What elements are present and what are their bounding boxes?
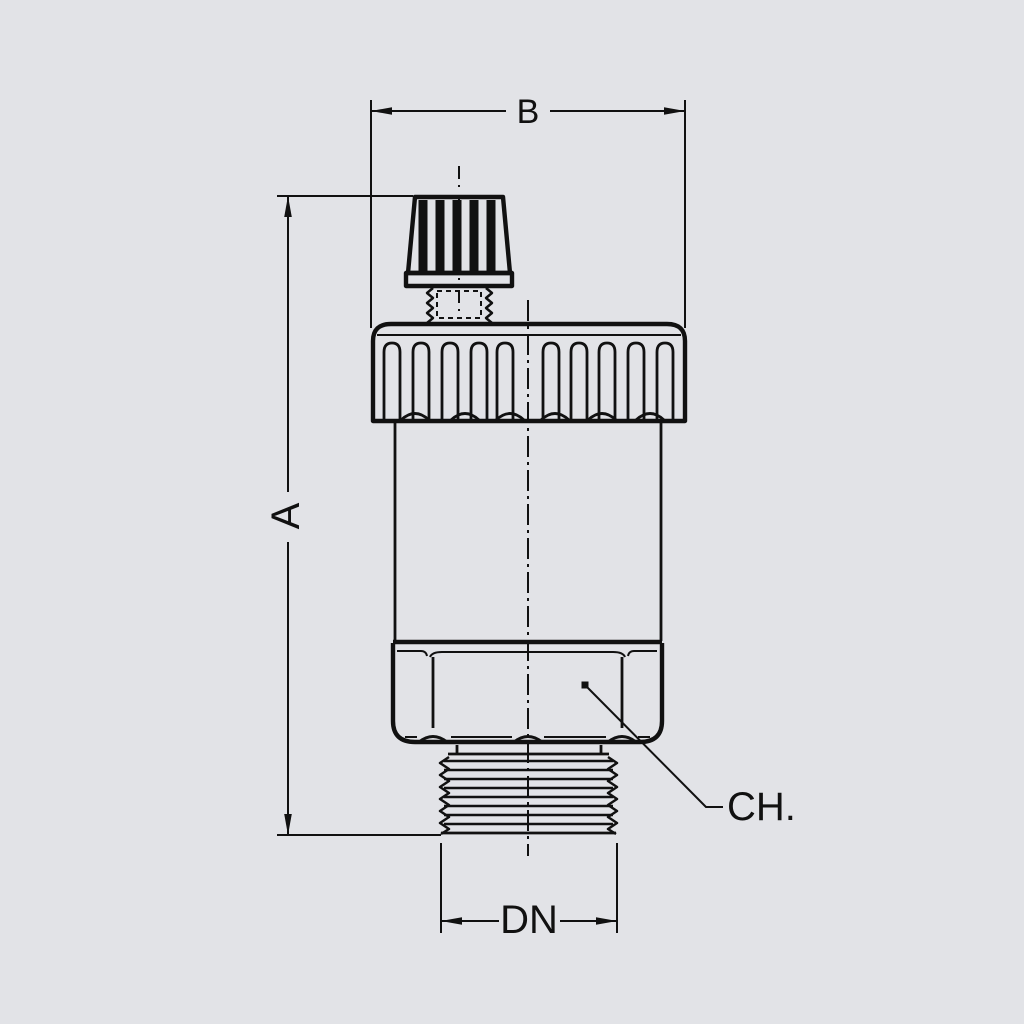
knurl-bump (635, 412, 665, 422)
knurl-groove (626, 341, 646, 419)
leader-CH: CH. (581, 681, 796, 829)
arrowhead-right-icon (596, 917, 617, 925)
knob-flange (403, 270, 515, 289)
knurl-bump (540, 412, 570, 422)
dimension-label-CH: CH. (727, 785, 796, 829)
leader-line (584, 684, 723, 808)
dimension-B: B (370, 93, 686, 328)
knurl-groove (655, 341, 675, 419)
knurl-groove (411, 341, 431, 419)
hex-bottom-arc (513, 735, 543, 744)
hex-bottom-arc (418, 735, 448, 744)
dimension-label-DN: DN (500, 898, 558, 942)
knurl-stripe (418, 200, 428, 271)
knurl-bump (450, 412, 480, 422)
arrowhead-right-icon (664, 107, 685, 115)
thread-neck (455, 745, 603, 754)
knurl-stripe (435, 200, 445, 271)
stem-hidden-bore (436, 290, 482, 319)
arrowhead-down-icon (284, 814, 292, 835)
knurl-stripe (452, 200, 462, 271)
male-thread (438, 745, 619, 836)
stem-thread-right (484, 287, 494, 324)
cap-outline (370, 321, 688, 424)
dimension-A: A (264, 195, 441, 836)
valve-body (393, 423, 663, 641)
vent-knob (403, 194, 515, 289)
knurl-stripe (469, 200, 479, 271)
knurl-groove (440, 341, 460, 419)
stem-thread-left (425, 287, 435, 324)
hex-facet-top (397, 650, 428, 657)
vent-stem (425, 287, 494, 324)
knurl-groove (469, 341, 489, 419)
hex-facet-top (627, 650, 657, 657)
arrowhead-up-icon (284, 196, 292, 217)
knurl-groove (541, 341, 561, 419)
centerlines (458, 166, 529, 856)
hex-facet-top (429, 651, 626, 658)
hex-nut (390, 639, 665, 745)
thread-lines (444, 759, 613, 826)
knurl-stripe (486, 200, 496, 271)
knurl-groove (382, 341, 402, 419)
knurl-groove (495, 341, 515, 419)
dimension-label-B: B (517, 93, 540, 131)
arrowhead-left-icon (441, 917, 462, 925)
dimension-DN: DN (440, 843, 618, 942)
hex-outline (390, 643, 665, 745)
arrowhead-left-icon (371, 107, 392, 115)
knurl-bump (495, 412, 525, 422)
knurl-groove (597, 341, 617, 419)
knurl-groove (569, 341, 589, 419)
dimension-label-A: A (264, 502, 308, 529)
knurl-bump (400, 412, 430, 422)
knurl-bump (587, 412, 617, 422)
knurled-cap (370, 321, 688, 424)
hex-bottom-arc (607, 735, 637, 744)
